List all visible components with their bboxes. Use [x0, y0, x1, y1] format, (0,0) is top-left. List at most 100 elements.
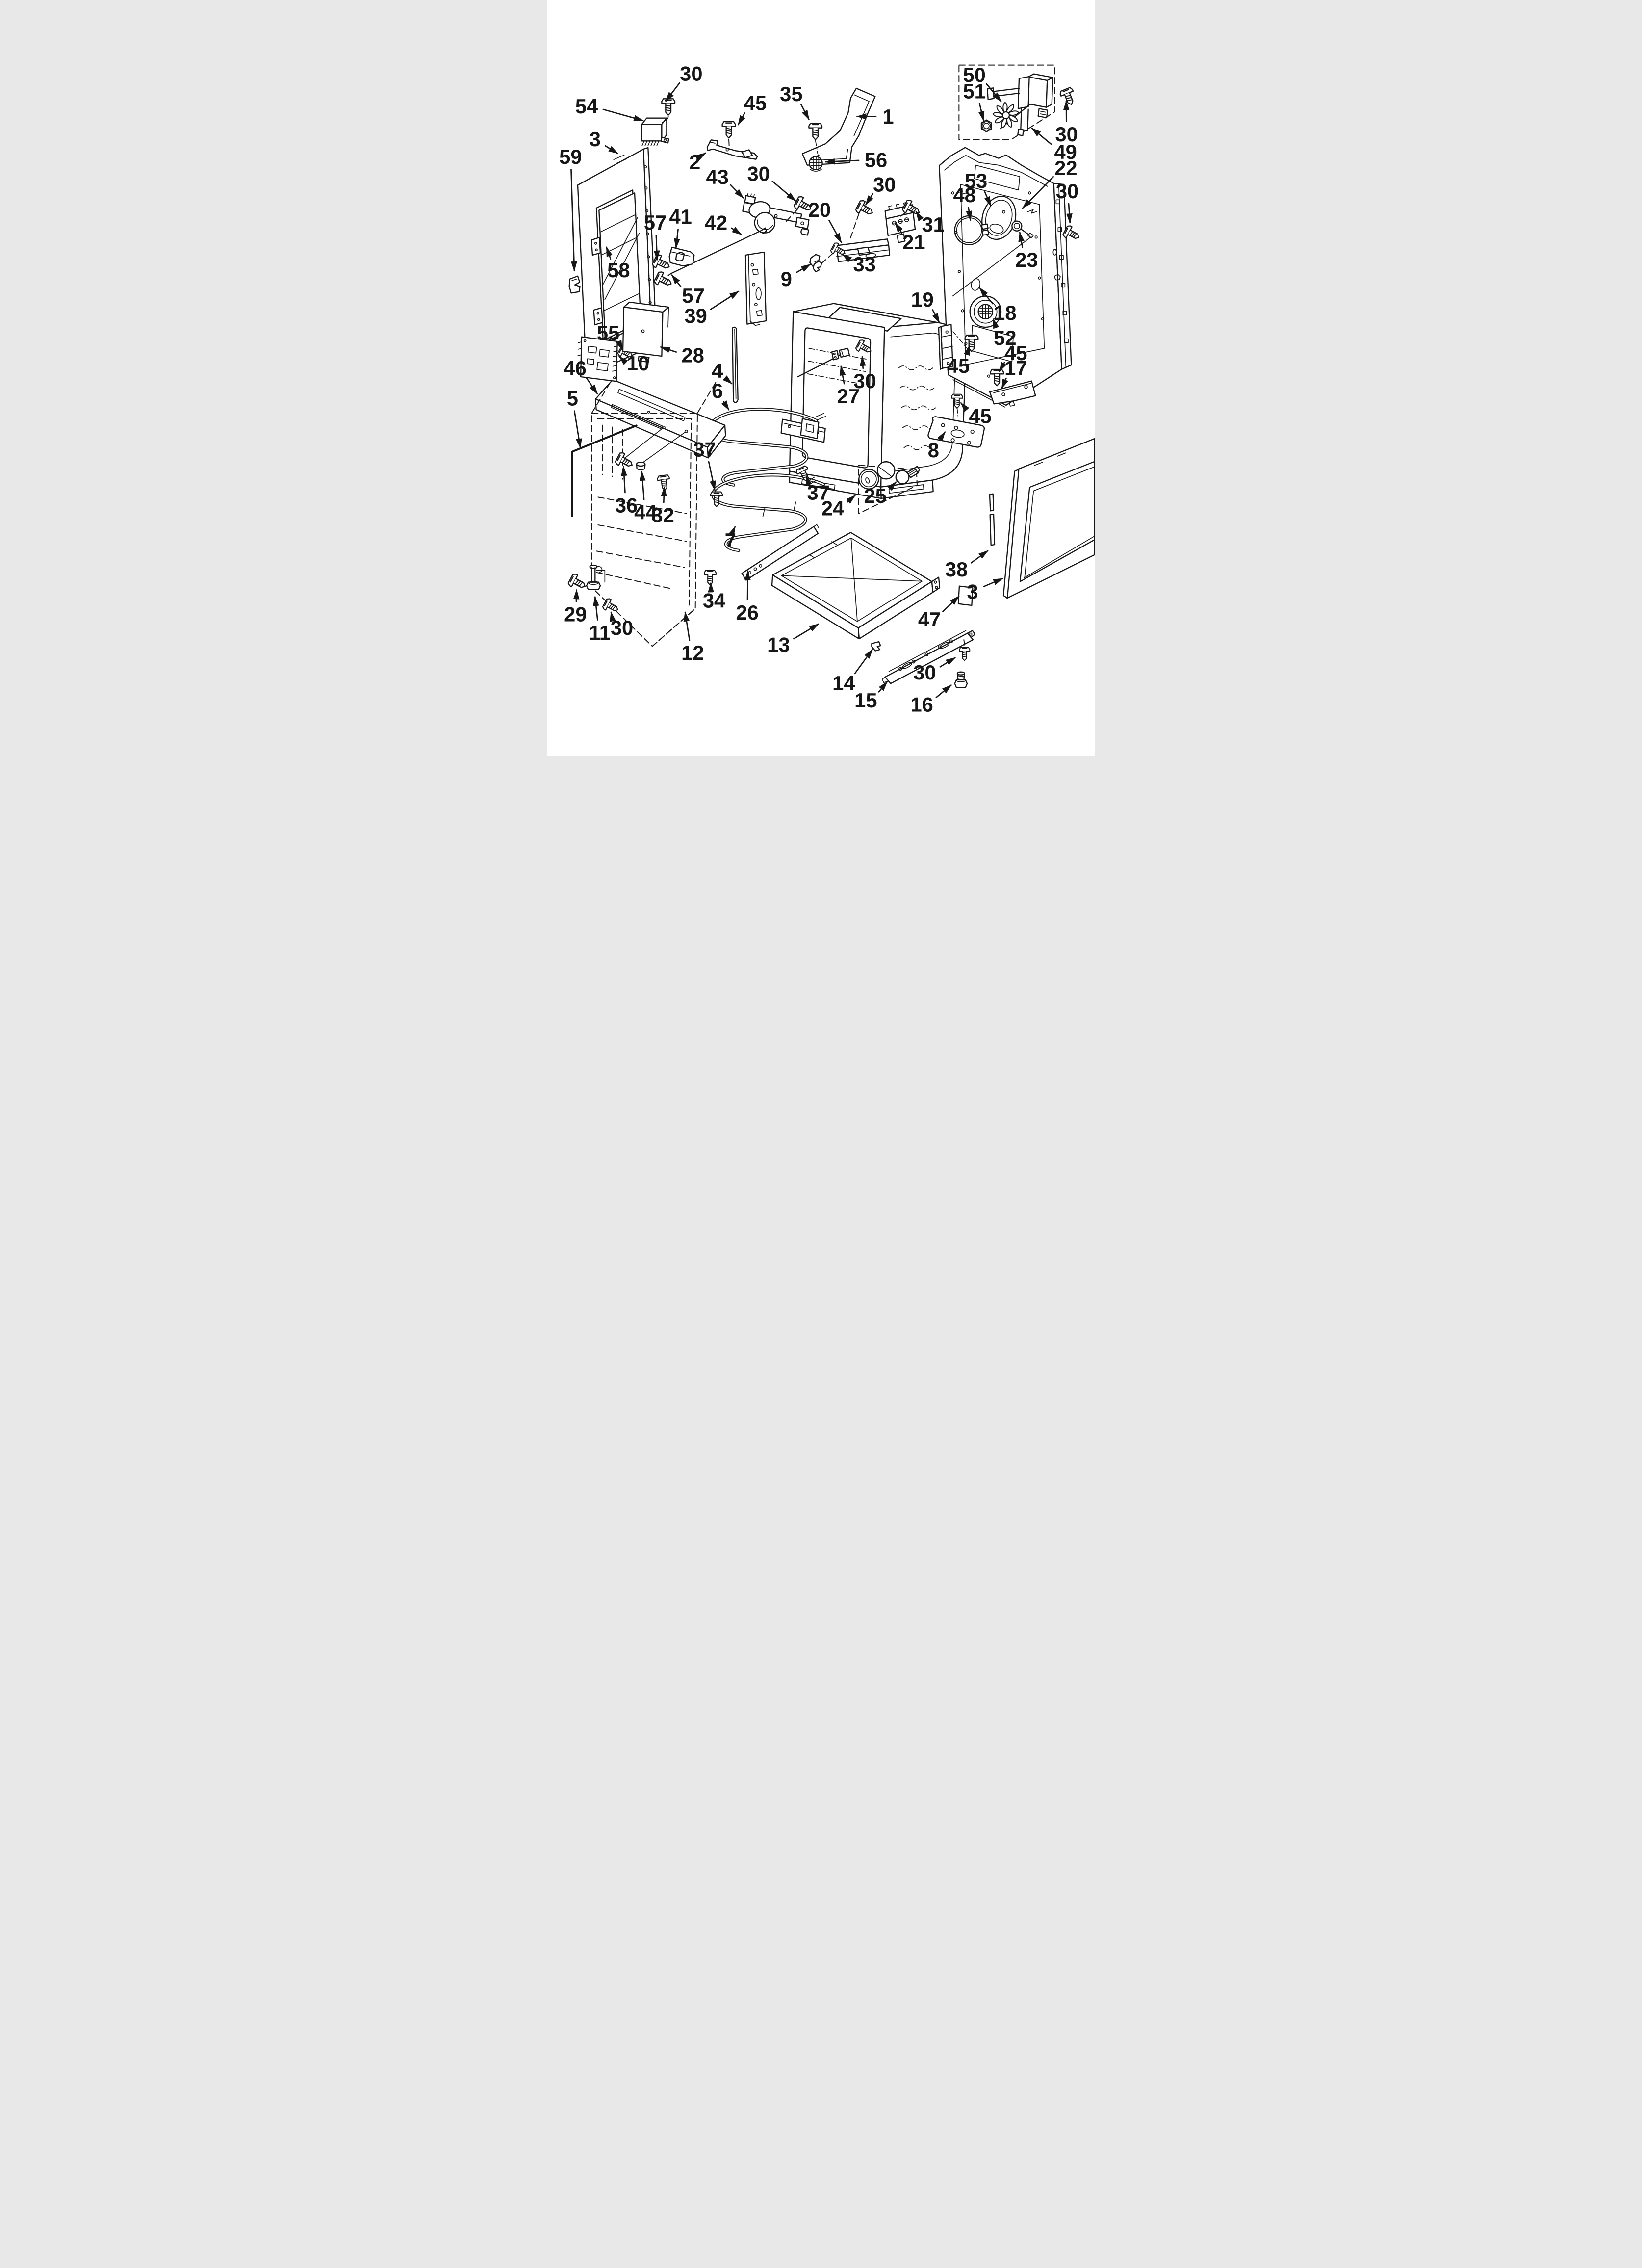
callout-arrow-3	[983, 578, 1003, 587]
callout-arrow-37	[805, 475, 812, 486]
sensor-23	[952, 220, 1034, 297]
part-number-label: 38	[945, 558, 968, 581]
callout-arrow-18	[979, 287, 994, 305]
callout-arrow-58	[606, 246, 613, 260]
callout-arrow-13	[793, 623, 820, 640]
part-number-label: 28	[681, 344, 704, 367]
callout-arrow-17	[1001, 378, 1008, 390]
part-number-label: 18	[994, 301, 1016, 324]
part-number-label: 15	[854, 689, 877, 712]
part-number-label: 12	[681, 641, 704, 664]
mounting-bracket-2	[706, 139, 758, 160]
callout-arrow-48	[966, 207, 973, 221]
bracket-17	[989, 380, 1036, 407]
part-number-label: 30	[747, 162, 770, 185]
part-number-label: 24	[821, 497, 844, 520]
callout-arrow-14	[854, 649, 873, 675]
callout-arrow-45	[964, 345, 970, 356]
part-number-label: 45	[744, 92, 767, 115]
part-number-label: 41	[669, 205, 692, 228]
part-number-label: 21	[902, 231, 925, 254]
part-number-label: 46	[564, 357, 586, 380]
callout-arrow-5	[573, 410, 582, 449]
control-board-10	[577, 336, 618, 382]
callout-arrow-35	[800, 104, 810, 121]
part-number-label: 9	[781, 267, 792, 290]
part-number-label: 50	[963, 63, 985, 86]
part-number-label: 36	[615, 494, 638, 517]
oven-door-panel-3-right	[1002, 438, 1095, 599]
part-number-label: 51	[963, 80, 985, 103]
callout-arrow-24	[846, 495, 856, 504]
callout-arrow-59	[570, 168, 577, 272]
callout-arrow-39	[710, 290, 740, 310]
part-number-label: 7	[725, 529, 736, 552]
part-number-label: 30	[1055, 123, 1078, 146]
clip-33	[812, 261, 822, 273]
part-number-label: 5	[567, 387, 578, 410]
rear-rail	[1052, 182, 1072, 370]
callout-arrow-49	[1031, 128, 1052, 145]
callout-arrow-30	[860, 356, 866, 369]
callout-arrow-15	[878, 681, 888, 693]
part-number-label: 39	[684, 304, 707, 327]
part-number-label: 4	[712, 359, 723, 382]
callout-arrow-2	[696, 152, 707, 161]
callout-arrow-20	[828, 219, 842, 243]
transformer-54	[641, 117, 669, 146]
callout-arrow-57	[653, 234, 660, 261]
part-number-label: 19	[911, 288, 933, 311]
callout-arrow-30	[610, 611, 616, 622]
part-number-label: 30	[873, 173, 896, 196]
callout-arrow-30	[865, 193, 873, 206]
base-pan-13	[771, 532, 941, 640]
door-hinge-plate	[593, 307, 603, 326]
callout-arrow-36	[621, 466, 627, 494]
callout-arrow-16	[935, 684, 952, 699]
callout-arrow-50	[986, 83, 1002, 103]
callout-arrow-10	[618, 356, 628, 365]
callout-arrow-7	[728, 526, 736, 537]
callout-arrow-30	[1066, 203, 1073, 224]
door-clip-59	[568, 275, 581, 294]
leveling-leg-16	[954, 671, 968, 688]
callout-arrow-42	[731, 227, 743, 235]
part-number-label: 58	[607, 259, 630, 282]
callout-arrow-30	[771, 181, 796, 202]
spacer-44	[636, 461, 646, 470]
clip-14	[871, 641, 881, 652]
part-number-label: 23	[1015, 248, 1038, 271]
part-number-label: 37	[693, 438, 716, 461]
light-bulb-25	[895, 466, 920, 485]
callout-arrow-30	[939, 657, 956, 668]
part-number-label: 3	[967, 580, 978, 603]
lamp-lens	[858, 469, 879, 490]
callout-arrow-56	[824, 158, 860, 165]
spacer-strip-38	[989, 493, 996, 546]
part-number-label: 13	[767, 633, 790, 656]
screw-29	[566, 572, 589, 593]
part-number-label: 30	[680, 62, 702, 85]
part-number-label: 53	[965, 169, 987, 192]
trim-wire-5	[571, 424, 638, 517]
part-number-label: 32	[651, 504, 674, 527]
side-trim-4	[732, 326, 739, 403]
latch-motor-assembly-43	[742, 193, 810, 236]
part-number-label: 8	[928, 439, 939, 462]
screw-36	[614, 451, 636, 471]
latch-rod-42	[667, 227, 767, 276]
part-number-label: 47	[918, 608, 941, 631]
door-hinge-plate	[590, 236, 601, 256]
part-number-label: 30	[1056, 180, 1078, 203]
callout-arrow-29	[573, 589, 580, 602]
callout-arrow-23	[1018, 232, 1025, 248]
nut-51	[980, 119, 992, 132]
callout-arrow-54	[602, 108, 644, 121]
part-number-label: 33	[853, 253, 875, 276]
bracket-19	[938, 324, 953, 370]
callout-arrow-43	[730, 184, 744, 199]
lamp-housing	[876, 461, 896, 480]
callout-arrow-3	[605, 145, 619, 154]
callout-arrow-6	[721, 400, 730, 411]
